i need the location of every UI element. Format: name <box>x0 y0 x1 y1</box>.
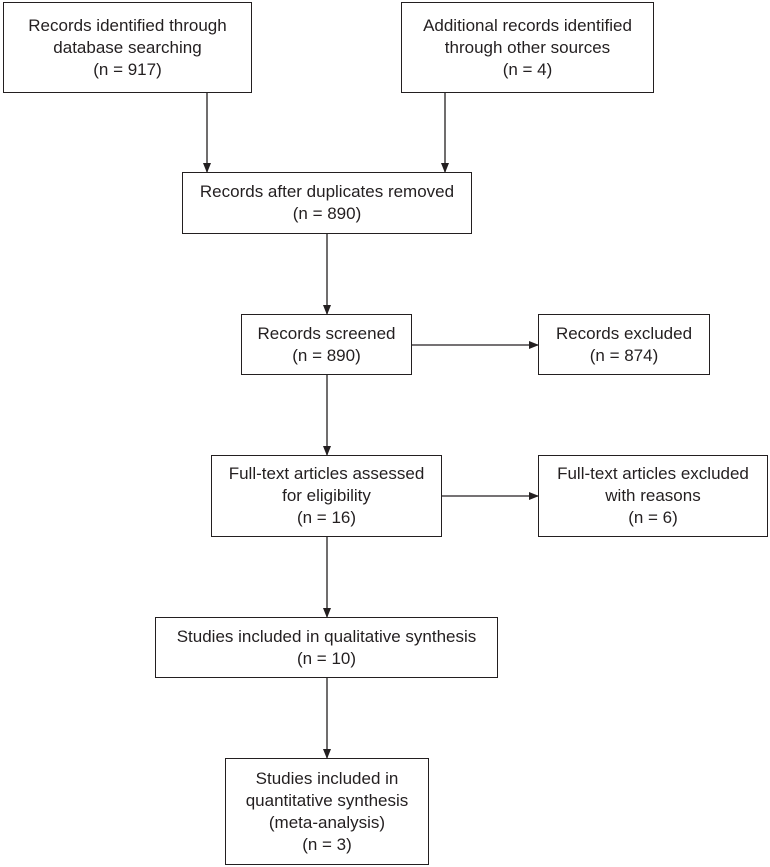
quantitative-synthesis-box: Studies included in quantitative synthes… <box>225 758 429 865</box>
full-text-assessed-box: Full-text articles assessed for eligibil… <box>211 455 442 537</box>
box-line: for eligibility <box>282 486 371 505</box>
box-line: (n = 917) <box>93 59 162 79</box>
box-line: (n = 16) <box>296 508 357 527</box>
box-line: (n = 10) <box>296 648 357 668</box>
full-text-excluded-box: Full-text articles excluded with reasons… <box>538 455 768 537</box>
box-line: quantitative synthesis <box>245 790 409 810</box>
box-line: Full-text articles assessed <box>228 464 425 483</box>
records-excluded-box: Records excluded (n = 874) <box>538 314 710 375</box>
box-line: (meta-analysis) <box>268 812 386 832</box>
qualitative-synthesis-box: Studies included in qualitative synthesi… <box>155 617 498 678</box>
box-line: Records excluded <box>555 323 693 343</box>
records-identified-database-box: Records identified through database sear… <box>3 2 252 93</box>
records-screened-box: Records screened (n = 890) <box>241 314 412 375</box>
box-line: with reasons <box>605 486 701 505</box>
records-after-duplicates-box: Records after duplicates removed (n = 89… <box>182 172 472 234</box>
box-line: Additional records identified <box>423 15 632 35</box>
box-line: Studies included in qualitative synthesi… <box>176 626 477 646</box>
box-line: Records identified through <box>28 15 227 35</box>
box-line: Studies included in <box>255 768 399 788</box>
box-line: Records after duplicates removed <box>199 182 455 201</box>
box-line: database searching <box>53 37 202 57</box>
box-line: (n = 3) <box>302 834 352 854</box>
box-line: Full-text articles excluded <box>557 464 749 483</box>
box-line: (n = 874) <box>589 345 659 365</box>
box-line: through other sources <box>444 37 611 57</box>
box-line: (n = 890) <box>292 204 362 223</box>
box-line: Records screened <box>257 323 396 343</box>
box-line: (n = 6) <box>628 508 678 527</box>
box-line: (n = 890) <box>292 345 361 365</box>
additional-records-other-sources-box: Additional records identified through ot… <box>401 2 654 93</box>
box-line: (n = 4) <box>502 59 553 79</box>
